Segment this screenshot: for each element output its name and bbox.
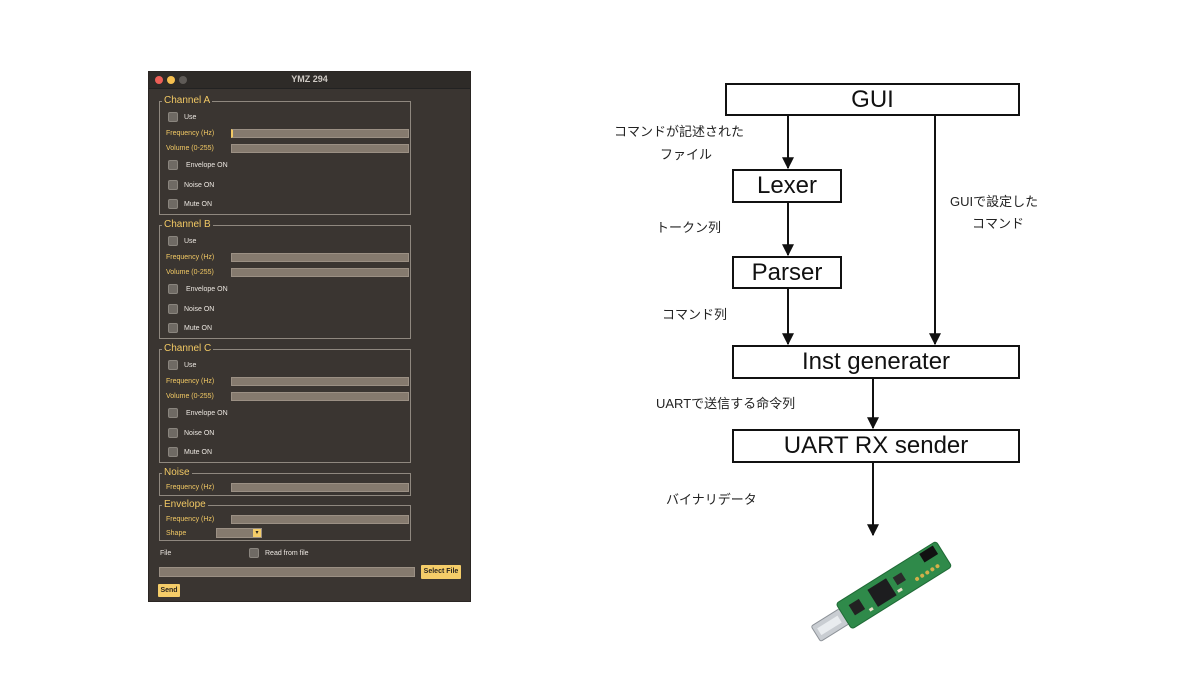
noise-group: Noise Frequency (Hz)	[159, 467, 411, 496]
inst-generater-box: Inst generater	[732, 345, 1020, 379]
channel-b-mute-checkbox[interactable]	[168, 323, 178, 333]
channel-c-noise-checkbox[interactable]	[168, 428, 178, 438]
channel-b-volume-input[interactable]	[231, 268, 409, 277]
channel-b-frequency-input[interactable]	[231, 253, 409, 262]
envelope-shape-label: Shape	[166, 530, 187, 537]
channel-b-group: Channel B Use Frequency (Hz) Volume (0-2…	[159, 219, 411, 339]
channel-a-frequency-label: Frequency (Hz)	[166, 130, 215, 137]
binary-data-note: バイナリデータ	[666, 492, 757, 507]
channel-c-volume-input[interactable]	[231, 392, 409, 401]
channel-c-noise-label: Noise ON	[184, 430, 215, 437]
noise-frequency-label: Frequency (Hz)	[166, 484, 215, 491]
channel-b-use-checkbox[interactable]	[168, 236, 178, 246]
envelope-frequency-input[interactable]	[231, 515, 409, 524]
read-from-file-label: Read from file	[265, 550, 309, 557]
channel-a-noise-label: Noise ON	[184, 182, 215, 189]
gui-command-note-line2: コマンド	[972, 216, 1025, 231]
channel-b-use-label: Use	[184, 238, 197, 245]
channel-a-frequency-input[interactable]	[231, 129, 409, 138]
channel-c-title: Channel C	[162, 343, 214, 355]
channel-a-mute-checkbox[interactable]	[168, 199, 178, 209]
noise-frequency-input[interactable]	[231, 483, 409, 492]
channel-a-envelope-label: Envelope ON	[186, 162, 228, 169]
channel-b-envelope-label: Envelope ON	[186, 286, 228, 293]
channel-b-frequency-label: Frequency (Hz)	[166, 254, 215, 261]
envelope-frequency-label: Frequency (Hz)	[166, 516, 215, 523]
ymz294-window: YMZ 294 Channel A Use Frequency (Hz) Vol…	[148, 71, 471, 602]
envelope-title: Envelope	[162, 499, 208, 511]
uart-instructions-note: UARTで送信する命令列	[656, 396, 796, 411]
channel-a-use-label: Use	[184, 114, 197, 121]
channel-c-envelope-checkbox[interactable]	[168, 408, 178, 418]
chevron-down-icon: ▾	[253, 529, 261, 537]
channel-c-mute-checkbox[interactable]	[168, 447, 178, 457]
read-from-file-checkbox[interactable]	[249, 548, 259, 558]
channel-b-envelope-checkbox[interactable]	[168, 284, 178, 294]
channel-c-mute-label: Mute ON	[184, 449, 213, 456]
command-file-note-line2: ファイル	[660, 147, 713, 162]
channel-a-noise-checkbox[interactable]	[168, 180, 178, 190]
minimize-window-button[interactable]	[167, 76, 175, 84]
gui-command-note-line1: GUIで設定した	[950, 194, 1039, 209]
channel-a-group: Channel A Use Frequency (Hz) Volume (0-2…	[159, 95, 411, 215]
channel-b-noise-checkbox[interactable]	[168, 304, 178, 314]
channel-b-volume-label: Volume (0-255)	[166, 269, 214, 276]
command-file-note-line1: コマンドが記述された	[614, 124, 745, 139]
envelope-group: Envelope Frequency (Hz) Shape ▾	[159, 499, 411, 541]
channel-c-group: Channel C Use Frequency (Hz) Volume (0-2…	[159, 343, 411, 463]
parser-box: Parser	[732, 256, 842, 289]
channel-a-volume-label: Volume (0-255)	[166, 145, 214, 152]
close-window-button[interactable]	[155, 76, 163, 84]
channel-a-volume-input[interactable]	[231, 144, 409, 153]
channel-a-envelope-checkbox[interactable]	[168, 160, 178, 170]
uart-sender-box: UART RX sender	[732, 429, 1020, 463]
envelope-shape-select[interactable]: ▾	[216, 528, 262, 538]
noise-title: Noise	[162, 467, 192, 479]
usb-fpga-board-image	[811, 541, 952, 642]
file-path-input[interactable]	[159, 567, 415, 577]
select-file-button[interactable]: Select File	[421, 565, 461, 579]
channel-a-use-checkbox[interactable]	[168, 112, 178, 122]
command-list-note: コマンド列	[662, 307, 728, 322]
file-label: File	[160, 550, 172, 557]
zoom-window-button[interactable]	[179, 76, 187, 84]
channel-b-noise-label: Noise ON	[184, 306, 215, 313]
channel-c-frequency-input[interactable]	[231, 377, 409, 386]
lexer-box: Lexer	[732, 169, 842, 203]
window-title: YMZ 294	[291, 74, 328, 84]
window-titlebar: YMZ 294	[149, 72, 470, 89]
gui-box: GUI	[725, 83, 1020, 116]
channel-c-frequency-label: Frequency (Hz)	[166, 378, 215, 385]
channel-a-title: Channel A	[162, 95, 213, 107]
channel-a-mute-label: Mute ON	[184, 201, 213, 208]
send-button[interactable]: Send	[158, 584, 180, 597]
channel-b-title: Channel B	[162, 219, 213, 231]
channel-b-mute-label: Mute ON	[184, 325, 213, 332]
token-list-note: トークン列	[656, 220, 722, 235]
channel-c-use-checkbox[interactable]	[168, 360, 178, 370]
channel-c-volume-label: Volume (0-255)	[166, 393, 214, 400]
channel-c-use-label: Use	[184, 362, 197, 369]
channel-c-envelope-label: Envelope ON	[186, 410, 228, 417]
